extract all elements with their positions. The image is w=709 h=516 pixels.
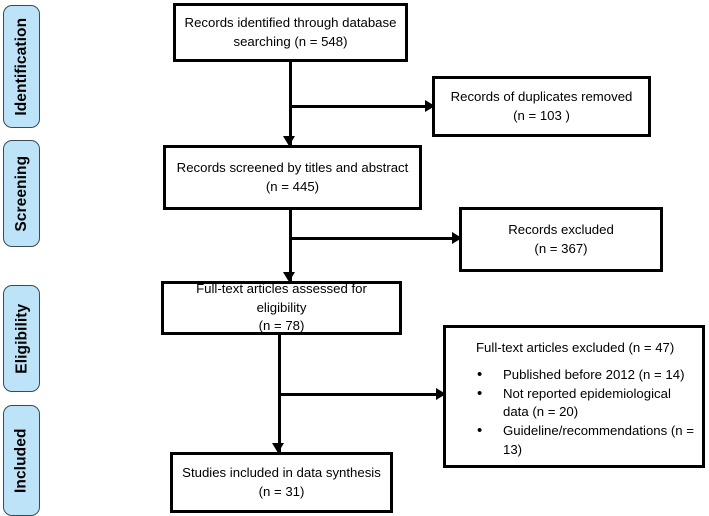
exclusion-reason-list: Published before 2012 (n = 14) Not repor… [455, 365, 696, 460]
stage-label-eligibility: Eligibility [12, 303, 30, 374]
box-duplicates-removed: Records of duplicates removed (n = 103 ) [432, 76, 651, 137]
stage-label-included: Included [12, 428, 30, 493]
stage-pill-screening: Screening [3, 140, 40, 247]
box-studies-included: Studies included in data synthesis (n = … [170, 452, 393, 513]
stage-pill-eligibility: Eligibility [3, 285, 40, 392]
box-fulltext-excluded: Full-text articles excluded (n = 47) Pub… [443, 325, 705, 468]
arrow-down-icon-fulltext [283, 272, 295, 282]
box-records-screened: Records screened by titles and abstract … [163, 145, 422, 210]
arrow-right-icon-duplicates [425, 100, 435, 112]
box-fulltext-excluded-header: Full-text articles excluded (n = 47) [476, 340, 675, 355]
stage-label-screening: Screening [12, 155, 30, 232]
box-records-excluded-text: Records excluded (n = 367) [508, 221, 614, 256]
exclusion-reason-item: Not reported epidemiological data (n = 2… [455, 384, 696, 421]
box-fulltext-assessed-text: Full-text articles assessed for eligibil… [196, 280, 367, 334]
box-fulltext-assessed: Full-text articles assessed for eligibil… [161, 281, 402, 335]
connector-branch-to-fulltext-excluded [278, 393, 446, 396]
exclusion-reason-item: Guideline/recommendations (n = 13) [455, 421, 696, 458]
stage-pill-included: Included [3, 405, 40, 516]
box-studies-included-text: Studies included in data synthesis (n = … [182, 464, 381, 499]
arrow-right-icon-records-excluded [452, 232, 462, 244]
connector-branch-to-duplicates [289, 105, 435, 108]
stage-label-identification: Identification [12, 17, 30, 116]
box-duplicates-removed-text: Records of duplicates removed (n = 103 ) [450, 88, 633, 123]
connector-identified-to-screened [289, 62, 292, 145]
box-records-identified: Records identified through database sear… [173, 3, 408, 62]
box-records-screened-text: Records screened by titles and abstract … [176, 159, 409, 194]
connector-branch-to-records-excluded [289, 237, 462, 240]
arrow-down-icon-studies-included [272, 443, 284, 453]
exclusion-reason-item: Published before 2012 (n = 14) [455, 365, 696, 386]
stage-pill-identification: Identification [3, 5, 40, 128]
box-records-identified-text: Records identified through database sear… [184, 14, 397, 49]
box-records-excluded: Records excluded (n = 367) [459, 207, 663, 272]
arrow-right-icon-fulltext-excluded [436, 388, 446, 400]
arrow-down-icon-screened [283, 136, 295, 146]
connector-screened-to-fulltext [289, 210, 292, 281]
